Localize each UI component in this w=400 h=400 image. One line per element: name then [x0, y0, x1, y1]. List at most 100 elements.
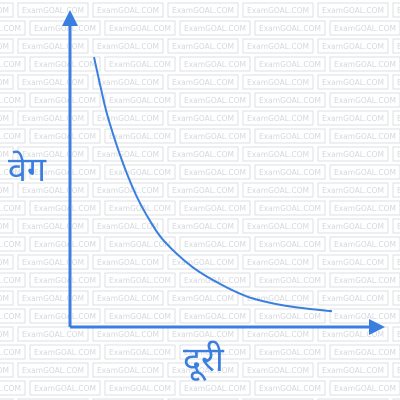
watermark-text: ExamGOAL.COM	[0, 150, 9, 159]
watermark-text: ExamGOAL.COM	[0, 348, 21, 357]
watermark-text: ExamGOAL.COM	[184, 204, 246, 213]
watermark-text: ExamGOAL.COM	[259, 24, 321, 33]
watermark-frame	[254, 236, 326, 252]
watermark-text: ExamGOAL.COM	[0, 168, 21, 177]
watermark-frame	[17, 110, 89, 126]
watermark-frame	[242, 146, 314, 162]
watermark-frame	[179, 164, 251, 180]
watermark-frame	[179, 344, 251, 360]
watermark-frame	[92, 254, 164, 270]
watermark-text: ExamGOAL.COM	[247, 294, 309, 303]
watermark-frame	[167, 218, 239, 234]
watermark-text: ExamGOAL.COM	[322, 150, 384, 159]
watermark-text: ExamGOAL.COM	[259, 276, 321, 285]
watermark-text: ExamGOAL.COM	[97, 78, 159, 87]
watermark-frame	[254, 56, 326, 72]
watermark-text: ExamGOAL.COM	[334, 24, 396, 33]
watermark-text: ExamGOAL.COM	[397, 6, 400, 15]
watermark-text: ExamGOAL.COM	[322, 186, 384, 195]
watermark-text: ExamGOAL.COM	[34, 24, 96, 33]
watermark-frame	[242, 218, 314, 234]
watermark-text: ExamGOAL.COM	[259, 132, 321, 141]
watermark-frame	[0, 218, 14, 234]
watermark-frame	[92, 74, 164, 90]
watermark-text: ExamGOAL.COM	[334, 96, 396, 105]
watermark-frame	[242, 74, 314, 90]
watermark-frame	[92, 362, 164, 378]
watermark-text: ExamGOAL.COM	[184, 96, 246, 105]
watermark-text: ExamGOAL.COM	[322, 114, 384, 123]
watermark-frame	[17, 74, 89, 90]
watermark-text: ExamGOAL.COM	[397, 42, 400, 51]
watermark-text: ExamGOAL.COM	[0, 276, 21, 285]
watermark-text: ExamGOAL.COM	[322, 294, 384, 303]
watermark-text: ExamGOAL.COM	[0, 60, 21, 69]
watermark-frame	[17, 38, 89, 54]
watermark-frame	[254, 128, 326, 144]
watermark-text: ExamGOAL.COM	[97, 186, 159, 195]
watermark-frame	[92, 398, 164, 400]
watermark-text: ExamGOAL.COM	[259, 348, 321, 357]
watermark-frame	[0, 380, 26, 396]
watermark-frame	[29, 128, 101, 144]
watermark-text: ExamGOAL.COM	[184, 60, 246, 69]
watermark-frame	[179, 200, 251, 216]
watermark-text: ExamGOAL.COM	[0, 330, 9, 339]
watermark-frame	[17, 254, 89, 270]
watermark-text: ExamGOAL.COM	[22, 294, 84, 303]
watermark-text: ExamGOAL.COM	[247, 150, 309, 159]
watermark-frame	[29, 380, 101, 396]
watermark-frame	[29, 344, 101, 360]
watermark-text: ExamGOAL.COM	[22, 366, 84, 375]
watermark-text: ExamGOAL.COM	[259, 312, 321, 321]
watermark-text: ExamGOAL.COM	[334, 276, 396, 285]
watermark-text: ExamGOAL.COM	[247, 42, 309, 51]
watermark-frame	[92, 290, 164, 306]
watermark-frame	[317, 2, 389, 18]
watermark-frame	[242, 362, 314, 378]
watermark-text: ExamGOAL.COM	[22, 42, 84, 51]
watermark-frame	[329, 380, 400, 396]
watermark-text: ExamGOAL.COM	[259, 96, 321, 105]
watermark-frame	[317, 110, 389, 126]
watermark-frame	[17, 182, 89, 198]
watermark-text: ExamGOAL.COM	[0, 366, 9, 375]
watermark-frame	[29, 200, 101, 216]
watermark-frame	[317, 38, 389, 54]
watermark-text: ExamGOAL.COM	[0, 312, 21, 321]
watermark-text: ExamGOAL.COM	[172, 330, 234, 339]
watermark-frame	[29, 236, 101, 252]
watermark-text: ExamGOAL.COM	[97, 42, 159, 51]
watermark-text: ExamGOAL.COM	[34, 312, 96, 321]
y-axis-label: वेग	[8, 150, 47, 190]
watermark-text: ExamGOAL.COM	[397, 114, 400, 123]
watermark-frame	[242, 254, 314, 270]
watermark-frame	[0, 164, 26, 180]
watermark-text: ExamGOAL.COM	[0, 222, 9, 231]
watermark-frame	[0, 56, 26, 72]
watermark-text: ExamGOAL.COM	[97, 294, 159, 303]
watermark-text: ExamGOAL.COM	[0, 114, 9, 123]
watermark-text: ExamGOAL.COM	[0, 384, 21, 393]
watermark-frame	[392, 290, 400, 306]
watermark-text: ExamGOAL.COM	[22, 222, 84, 231]
watermark-frame	[104, 128, 176, 144]
watermark-frame	[0, 2, 14, 18]
watermark-text: ExamGOAL.COM	[109, 132, 171, 141]
watermark-text: ExamGOAL.COM	[22, 114, 84, 123]
watermark-text: ExamGOAL.COM	[322, 78, 384, 87]
watermark-text: ExamGOAL.COM	[397, 366, 400, 375]
watermark-text: ExamGOAL.COM	[259, 240, 321, 249]
watermark-text: ExamGOAL.COM	[322, 330, 384, 339]
watermark-text: ExamGOAL.COM	[109, 348, 171, 357]
watermark-text: ExamGOAL.COM	[334, 240, 396, 249]
watermark-frame	[167, 290, 239, 306]
watermark-text: ExamGOAL.COM	[0, 186, 9, 195]
watermark-frame	[167, 2, 239, 18]
watermark-frame	[0, 38, 14, 54]
watermark-text: ExamGOAL.COM	[22, 6, 84, 15]
watermark-text: ExamGOAL.COM	[172, 42, 234, 51]
watermark-frame	[179, 128, 251, 144]
